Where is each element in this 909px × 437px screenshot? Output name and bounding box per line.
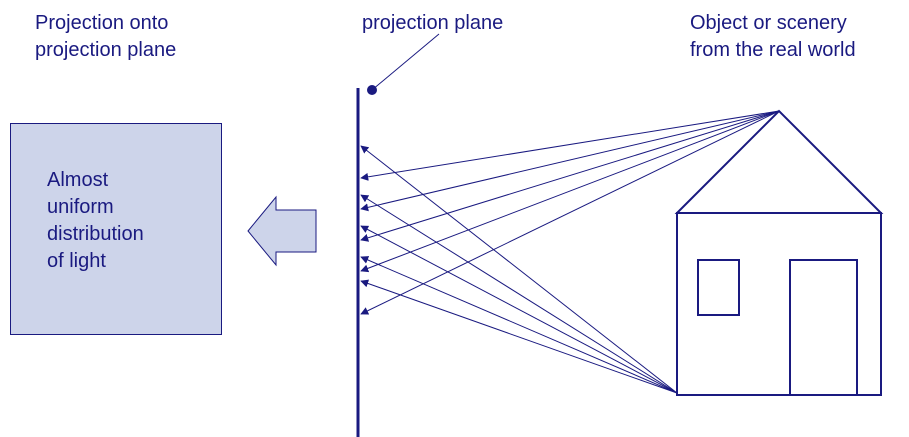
light-ray — [360, 110, 780, 181]
result-line-1: Almost — [47, 169, 109, 191]
light-ray — [360, 110, 780, 212]
light-ray — [360, 279, 678, 394]
object-title: Object or scenery from the real world — [690, 10, 856, 64]
projection-result-title: Projection onto projection plane — [35, 10, 176, 64]
result-line-2: uniform — [47, 196, 114, 218]
projection-result-title-line1: Projection onto — [35, 12, 169, 34]
projection-result-title-line2: projection plane — [35, 39, 177, 61]
light-ray — [360, 256, 678, 394]
object-title-line1: Object or scenery — [690, 12, 847, 34]
result-description: Almost uniform distribution of light — [47, 167, 144, 275]
light-ray — [360, 110, 780, 273]
house-door — [789, 259, 858, 396]
light-rays-from-apex — [360, 110, 780, 315]
projection-plane-label: projection plane — [362, 12, 504, 34]
projection-plane-leader-dot — [367, 85, 377, 95]
light-ray — [360, 225, 678, 394]
house-wall — [676, 212, 882, 396]
light-ray — [360, 145, 678, 394]
light-ray — [360, 110, 780, 315]
house-window — [697, 259, 740, 316]
projection-direction-arrow — [247, 195, 317, 267]
result-line-3: distribution — [47, 223, 144, 245]
projection-result-box: Almost uniform distribution of light — [10, 123, 222, 335]
house — [674, 109, 884, 396]
result-line-4: of light — [47, 250, 106, 272]
light-ray — [360, 194, 678, 394]
object-title-line2: from the real world — [690, 39, 856, 61]
light-rays-from-base — [360, 145, 678, 394]
projection-plane-leader — [371, 33, 440, 91]
house-roof — [674, 109, 884, 214]
light-ray — [360, 110, 780, 242]
